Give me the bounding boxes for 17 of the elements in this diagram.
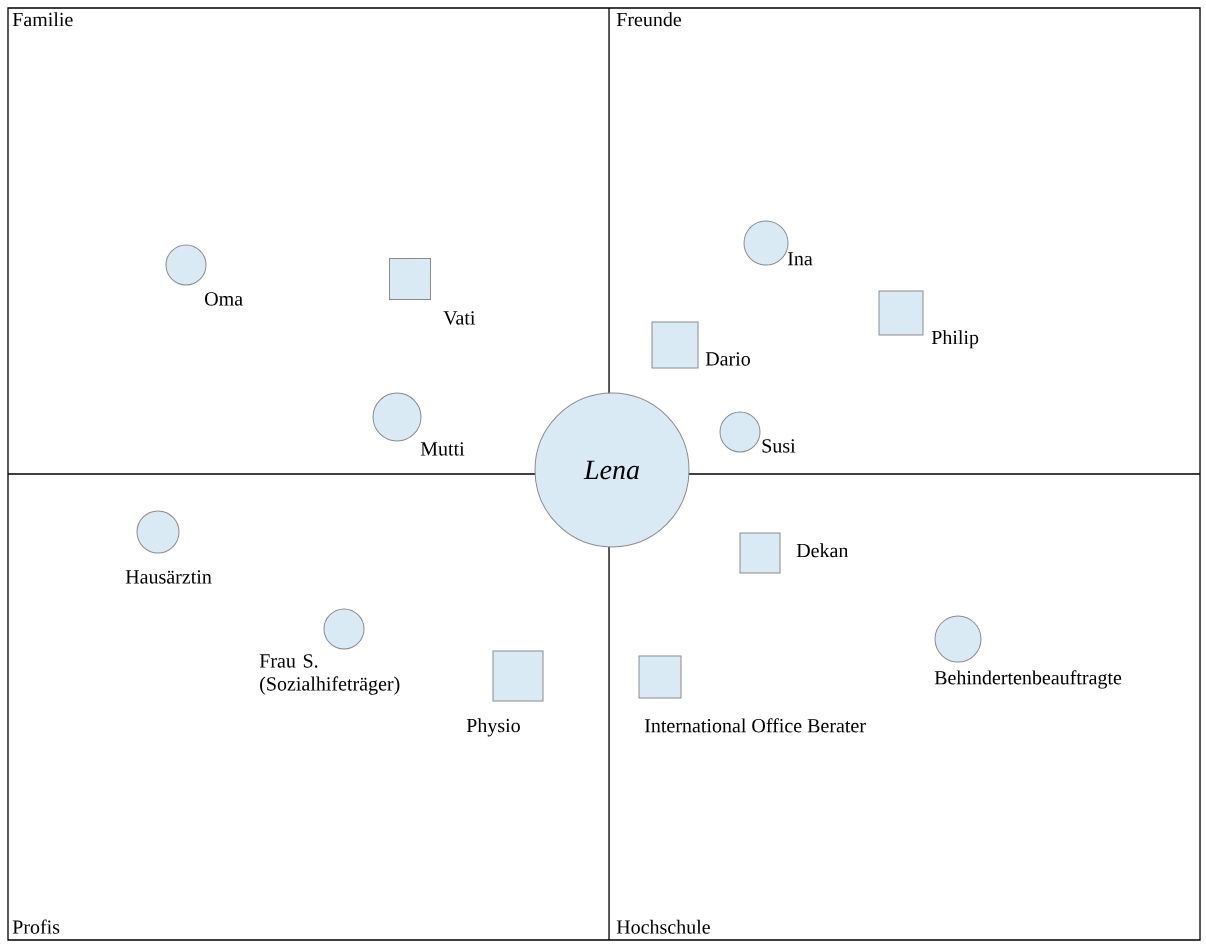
- person-label: Oma: [205, 292, 243, 306]
- person-label: Hausärztin: [125, 570, 212, 584]
- person-label: Vati: [443, 311, 476, 325]
- person-label: Frau S. (Sozialhifeträger): [259, 654, 400, 695]
- quadrant-label: Freunde: [616, 12, 682, 27]
- quadrant-label: Profis: [12, 919, 60, 934]
- person-label: Dekan: [796, 543, 849, 558]
- person-label: Ina: [787, 252, 813, 266]
- person-label: Dario: [705, 352, 750, 366]
- person-label: Mutti: [420, 442, 465, 456]
- person-label: Behindertenbeauftragte: [934, 670, 1122, 689]
- quadrant-label: Familie: [12, 12, 73, 27]
- person-label: Physio: [466, 718, 520, 737]
- person-label: International Office Berater: [644, 718, 866, 733]
- person-label: Philip: [931, 330, 979, 349]
- quadrant-label: Hochschule: [616, 919, 710, 934]
- person-label: Susi: [762, 439, 796, 453]
